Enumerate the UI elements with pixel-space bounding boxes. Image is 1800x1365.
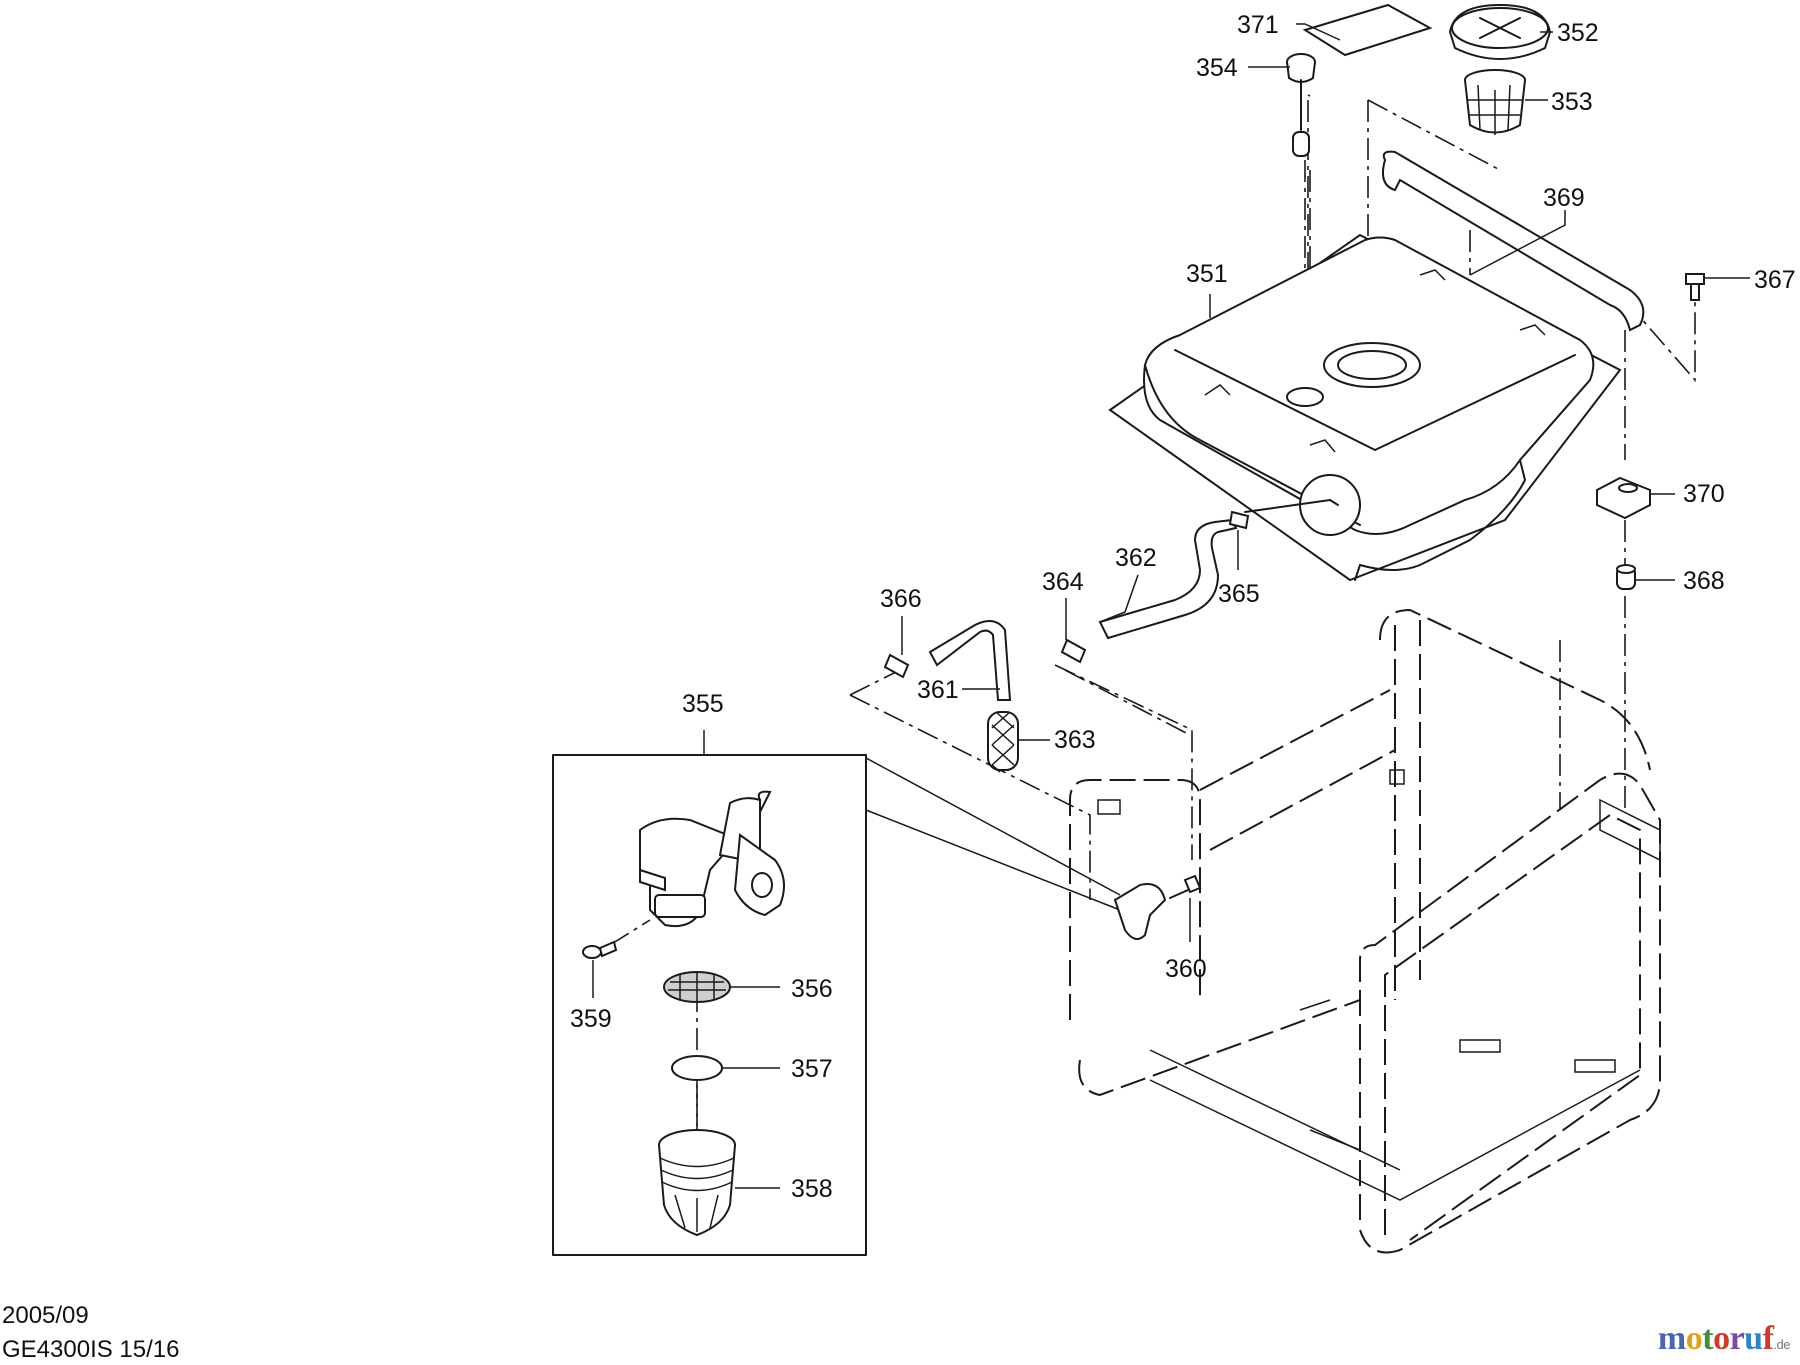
- part-label-368: 368: [1683, 567, 1725, 595]
- watermark-letter: t: [1702, 1320, 1714, 1357]
- watermark-letter: m: [1657, 1320, 1686, 1357]
- part-bracket: [1113, 883, 1167, 940]
- part-label-369: 369: [1543, 184, 1585, 212]
- leader-lines: [592, 23, 1750, 1189]
- footer-date: 2005/09: [2, 1302, 89, 1329]
- watermark-letter: u: [1744, 1320, 1763, 1357]
- part-label-364: 364: [1042, 568, 1084, 596]
- part-label-351: 351: [1186, 260, 1228, 288]
- site-watermark-logo: motoruf.de: [1657, 1320, 1791, 1358]
- part-label-354: 354: [1196, 54, 1238, 82]
- part-label-360: 360: [1165, 955, 1207, 983]
- watermark-letter: o: [1713, 1320, 1730, 1357]
- part-label-355: 355: [682, 690, 724, 718]
- part-hose-clip-366: [883, 653, 910, 679]
- part-label-357: 357: [791, 1055, 833, 1083]
- part-label-352: 352: [1557, 19, 1599, 47]
- part-filter-screen: [663, 971, 731, 1003]
- part-fuel-strainer: [1464, 69, 1526, 135]
- watermark-letter: o: [1685, 1320, 1703, 1357]
- part-label-362: 362: [1115, 544, 1157, 572]
- part-label-358: 358: [791, 1175, 833, 1203]
- part-fuel-gauge: [1286, 53, 1316, 157]
- part-hose-clip-364: [1060, 638, 1087, 664]
- part-label-366: 366: [880, 585, 922, 613]
- part-label-361: 361: [917, 676, 959, 704]
- part-label-363: 363: [1054, 726, 1096, 754]
- part-fuel-tank: [1108, 233, 1622, 582]
- part-fuel-cap: [1448, 3, 1552, 60]
- part-gasket: [671, 1055, 723, 1081]
- part-bolt-360: [1169, 874, 1202, 899]
- fuel-cock-detail-box: [552, 754, 1121, 1256]
- part-sediment-cup: [658, 1129, 736, 1237]
- part-label-365: 365: [1218, 580, 1260, 608]
- generator-frame: [1069, 608, 1661, 1254]
- watermark-letter: f: [1762, 1320, 1774, 1357]
- part-labels: 371 352 354 353 369 351 367 370 368 362 …: [570, 11, 1796, 1203]
- part-hose-clip-365: [1228, 510, 1250, 530]
- part-label-353: 353: [1551, 88, 1593, 116]
- part-mount-block: [1596, 476, 1651, 520]
- part-fuel-cock: [639, 790, 785, 928]
- part-label-359: 359: [570, 1005, 612, 1033]
- part-fuel-filter: [987, 711, 1019, 773]
- part-label-370: 370: [1683, 480, 1725, 508]
- part-screw: [582, 940, 618, 959]
- part-label-371: 371: [1237, 11, 1279, 39]
- part-rubber-cushion: [1616, 564, 1636, 590]
- footer-model-page: GE4300IS 15/16: [2, 1336, 180, 1363]
- part-fuel-hose-short: [928, 620, 1012, 701]
- part-decal: [1302, 3, 1433, 57]
- part-bolt: [1685, 273, 1705, 301]
- part-label-367: 367: [1754, 266, 1796, 294]
- watermark-letter: r: [1729, 1320, 1745, 1357]
- part-handle-bar: [1382, 150, 1645, 332]
- part-label-356: 356: [791, 975, 833, 1003]
- watermark-suffix: .de: [1773, 1337, 1790, 1352]
- part-fuel-hose: [1098, 518, 1238, 640]
